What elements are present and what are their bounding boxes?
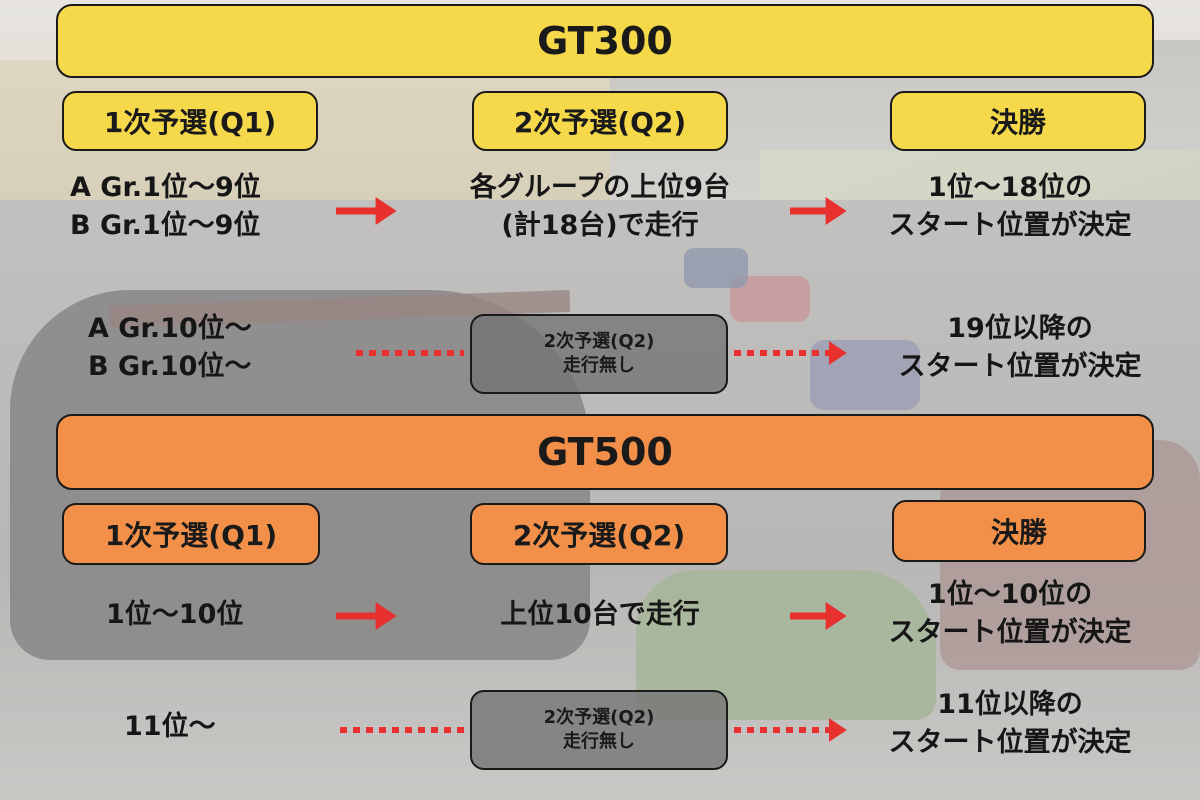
gt300-lower-line2: B Gr.10位〜 [88, 351, 252, 383]
gt300-lower-line1: A Gr.10位〜 [88, 313, 252, 344]
gt300-title: GT300 [537, 19, 673, 63]
gt300-q1-line2: B Gr.1位〜9位 [70, 210, 261, 242]
gt500-q1-line1: 1位〜10位 [106, 599, 244, 630]
gt500-no-q2-line2: 走行無し [563, 731, 635, 752]
gt500-final-line2: スタート位置が決定 [888, 617, 1132, 649]
gt500-q2-line1: 上位10台で走行 [500, 599, 700, 630]
gt500-final-box: 決勝 [892, 500, 1146, 562]
gt300-final-box: 決勝 [890, 91, 1146, 151]
gt300-final-line1: 1位〜18位の [927, 172, 1093, 203]
gt300-no-q2-line1: 2次予選(Q2) [543, 330, 655, 352]
gt300-lower-final-line1: 19位以降の [947, 313, 1093, 344]
gt300-no-q2-box: 2次予選(Q2) 走行無し [470, 314, 728, 394]
gt500-q1-label: 1次予選(Q1) [104, 519, 278, 552]
gt300-q2-label: 2次予選(Q2) [513, 106, 687, 139]
gt300-q1-box: 1次予選(Q1) [62, 91, 318, 151]
gt300-q1-line1: A Gr.1位〜9位 [70, 172, 261, 203]
gt300-q2-line1: 各グループの上位9台 [469, 172, 731, 203]
gt500-final-line1: 1位〜10位の [927, 579, 1093, 610]
gt300-lower-text: A Gr.10位〜 B Gr.10位〜 [88, 310, 252, 387]
gt500-final-label: 決勝 [990, 516, 1047, 549]
gt500-q1-text: 1位〜10位 [106, 596, 243, 634]
gt500-no-q2-line1: 2次予選(Q2) [543, 706, 655, 728]
gt500-q2-text: 上位10台で走行 [430, 596, 770, 634]
gt300-q2-line2: (計18台)で走行 [501, 210, 699, 242]
gt500-q2-label: 2次予選(Q2) [512, 519, 686, 552]
gt300-final-text: 1位〜18位の スタート位置が決定 [850, 169, 1170, 246]
gt500-lower-final-text: 11位以降の スタート位置が決定 [850, 686, 1170, 763]
gt500-lower-final-line2: スタート位置が決定 [888, 727, 1132, 759]
gt500-lower-final-line1: 11位以降の [937, 689, 1083, 720]
gt500-lower-text: 11位〜 [124, 708, 216, 746]
gt300-final-label: 決勝 [989, 106, 1046, 139]
gt500-title: GT500 [537, 430, 673, 474]
gt300-header: GT300 [56, 4, 1154, 78]
gt500-lower-line1: 11位〜 [124, 711, 216, 742]
gt300-lower-final-line2: スタート位置が決定 [898, 351, 1142, 383]
gt500-header: GT500 [56, 414, 1154, 490]
gt300-q2-box: 2次予選(Q2) [472, 91, 728, 151]
gt300-q1-label: 1次予選(Q1) [103, 106, 277, 139]
gt300-lower-final-text: 19位以降の スタート位置が決定 [860, 310, 1180, 387]
gt500-q2-box: 2次予選(Q2) [470, 503, 728, 565]
race-car-distant [684, 248, 748, 288]
gt300-no-q2-line2: 走行無し [563, 355, 635, 376]
gt300-final-line2: スタート位置が決定 [888, 210, 1132, 242]
gt300-q1-text: A Gr.1位〜9位 B Gr.1位〜9位 [70, 169, 261, 246]
gt500-no-q2-box: 2次予選(Q2) 走行無し [470, 690, 728, 770]
gt300-q2-text: 各グループの上位9台 (計18台)で走行 [430, 169, 770, 246]
gt500-q1-box: 1次予選(Q1) [62, 503, 320, 565]
gt500-final-text: 1位〜10位の スタート位置が決定 [850, 576, 1170, 653]
